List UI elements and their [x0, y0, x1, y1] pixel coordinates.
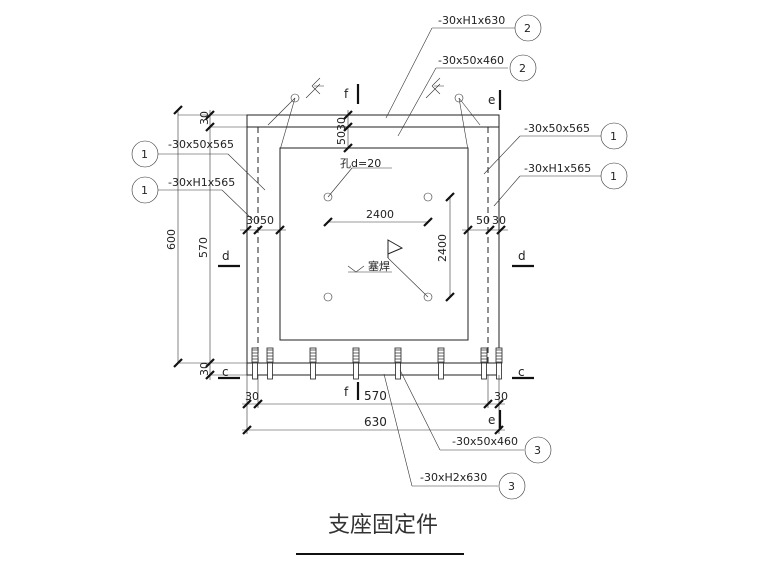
svg-text:-30xH1x630: -30xH1x630 — [438, 14, 505, 27]
svg-text:f: f — [344, 385, 349, 399]
svg-text:c: c — [518, 365, 525, 379]
section-mark-e-bottom: e — [488, 410, 502, 428]
svg-text:1: 1 — [141, 148, 148, 161]
dim-bottom-right-30: 30 — [494, 390, 508, 403]
svg-text:2: 2 — [519, 62, 526, 75]
hole-note: 孔d=20 — [340, 157, 381, 170]
callout-left-2: -30xH1x565 1 — [131, 176, 254, 221]
bottom-dimensions — [242, 375, 505, 435]
anchor-bolt — [480, 347, 488, 380]
svg-text:1: 1 — [610, 130, 617, 143]
callout-top-right-2: -30x50x460 2 — [397, 54, 537, 137]
dim-bottom-30: 30 — [198, 362, 211, 376]
svg-text:-30xH1x565: -30xH1x565 — [168, 176, 235, 189]
dim-570-width: 570 — [364, 389, 387, 403]
svg-text:d: d — [222, 249, 230, 263]
svg-text:-30x50x460: -30x50x460 — [438, 54, 504, 67]
dim-left-3050: 3050 — [246, 214, 274, 227]
svg-text:2: 2 — [524, 22, 531, 35]
support-frame — [246, 114, 500, 376]
svg-text:-30x50x460: -30x50x460 — [452, 435, 518, 448]
svg-text:3: 3 — [534, 444, 541, 457]
plug-weld-marks — [267, 77, 481, 151]
svg-text:d: d — [518, 249, 526, 263]
section-mark-c-left: c — [218, 365, 240, 380]
svg-text:e: e — [488, 93, 495, 107]
hole-bottom-right — [423, 292, 433, 302]
section-mark-c-right: c — [512, 365, 534, 380]
anchor-bolt — [394, 347, 402, 380]
anchor-bolt — [251, 347, 259, 380]
hole-top-right — [423, 192, 433, 202]
weld-note: 塞焊 — [368, 259, 390, 273]
svg-text:c: c — [222, 365, 229, 379]
callout-bottom-2: -30xH2x630 3 — [383, 373, 526, 500]
callout-top-right-1: -30xH1x630 2 — [385, 14, 542, 119]
dim-630-width: 630 — [364, 415, 387, 429]
callout-left-1: -30x50x565 1 — [131, 138, 266, 191]
hole-top-left — [323, 192, 333, 202]
dim-top-30: 30 — [198, 111, 211, 125]
dim-bottom-left-30: 30 — [245, 390, 259, 403]
anchor-bolt — [352, 347, 360, 380]
section-mark-f-bottom: f — [344, 382, 360, 400]
section-mark-d-left: d — [218, 249, 240, 268]
dim-hole-h: 2400 — [366, 208, 394, 221]
dim-5030-top: 5030 — [335, 117, 348, 145]
callout-right-2: -30xH1x565 1 — [493, 162, 628, 207]
anchor-bolt — [309, 347, 317, 380]
dim-right-inner-50: 50 — [476, 214, 490, 227]
svg-text:3: 3 — [508, 480, 515, 493]
section-mark-e-top: e — [488, 90, 502, 110]
dim-570: 570 — [197, 237, 210, 258]
holes — [323, 192, 433, 302]
left-dimensions — [173, 105, 247, 380]
svg-text:e: e — [488, 413, 495, 427]
anchor-bolt — [266, 347, 274, 380]
svg-text:-30x50x565: -30x50x565 — [524, 122, 590, 135]
anchor-bolts — [251, 347, 503, 380]
drawing-title: 支座固定件 — [328, 513, 438, 538]
dim-right-inner-30: 30 — [492, 214, 506, 227]
section-mark-d-right: d — [512, 249, 534, 268]
svg-text:1: 1 — [141, 184, 148, 197]
dim-600: 600 — [165, 229, 178, 250]
anchor-bolt — [437, 347, 445, 380]
callout-bottom-1: -30x50x460 3 — [399, 369, 552, 464]
section-mark-f-top: f — [344, 84, 360, 104]
svg-text:-30x50x565: -30x50x565 — [168, 138, 234, 151]
dim-hole-v: 2400 — [436, 234, 449, 262]
svg-text:f: f — [344, 87, 349, 101]
svg-text:1: 1 — [610, 170, 617, 183]
hole-bottom-left — [323, 292, 333, 302]
callout-right-1: -30x50x565 1 — [483, 122, 628, 175]
anchor-bolt — [495, 347, 503, 380]
svg-text:-30xH2x630: -30xH2x630 — [420, 471, 487, 484]
svg-text:-30xH1x565: -30xH1x565 — [524, 162, 591, 175]
